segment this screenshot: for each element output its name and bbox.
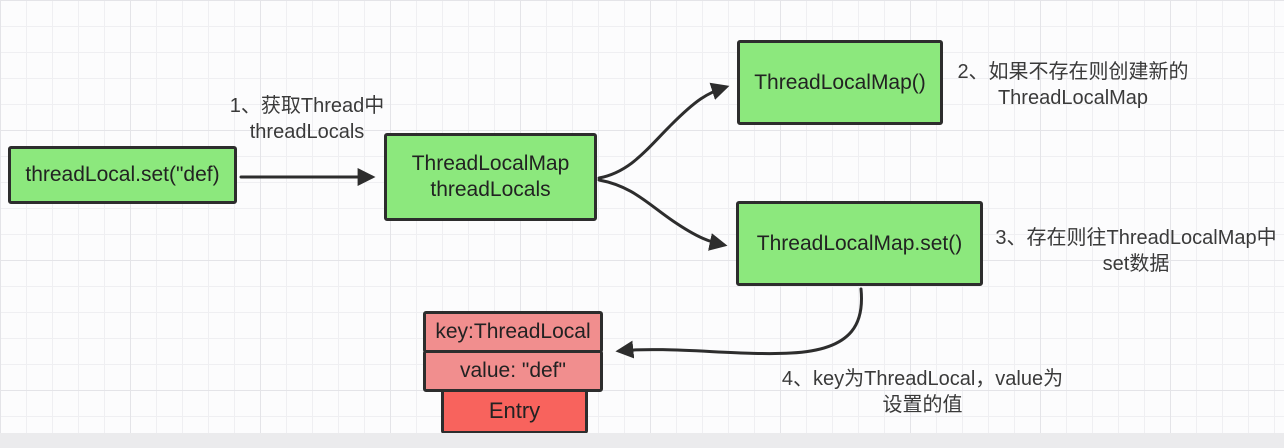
arrow-threadlocals-to-mapset [597,178,728,251]
node-set-label: ThreadLocalMap.set() [756,231,963,255]
node-entry-value-label: value: "def" [460,359,566,383]
node-threadlocalmap-constructor: ThreadLocalMap() [737,40,943,125]
bottom-strip [0,433,1284,448]
node-threadlocals-line1: ThreadLocalMap [411,152,570,176]
annotation-step2-line2: ThreadLocalMap [997,87,1149,109]
node-entry-key: key:ThreadLocal [423,311,603,353]
node-threadlocalmap-threadlocals: ThreadLocalMap threadLocals [384,133,597,221]
node-threadlocal-set: threadLocal.set("def) [8,146,237,204]
node-threadlocals-line2: threadLocals [430,178,551,201]
node-threadlocalmap-set: ThreadLocalMap.set() [736,201,983,286]
annotation-step4: 4、key为ThreadLocal，value为 设置的值 [775,366,1070,418]
node-entry: Entry [441,389,588,434]
annotation-step1-line1: 1、获取Thread中 [229,95,385,117]
node-entry-key-label: key:ThreadLocal [435,320,591,344]
annotation-step3: 3、存在则往ThreadLocalMap中 set数据 [988,225,1284,277]
annotation-step1: 1、获取Thread中 threadLocals [212,93,402,145]
arrow-threadlocals-to-createmap [597,82,730,180]
annotation-step4-line2: 设置的值 [882,394,963,416]
annotation-step1-line2: threadLocals [249,121,365,143]
arrow-mapset-to-entry [615,287,863,359]
annotation-step4-line1: 4、key为ThreadLocal，value为 [781,368,1064,390]
node-entry-value: value: "def" [423,350,603,392]
annotation-step3-line1: 3、存在则往ThreadLocalMap中 [995,227,1277,249]
annotation-step3-line2: set数据 [1102,253,1170,275]
node-create-label: ThreadLocalMap() [754,70,926,94]
node-threadlocal-set-label: threadLocal.set("def) [25,163,220,187]
annotation-step2: 2、如果不存在则创建新的 ThreadLocalMap [948,59,1198,111]
node-entry-label: Entry [488,398,541,424]
annotation-step2-line1: 2、如果不存在则创建新的 [957,61,1189,83]
